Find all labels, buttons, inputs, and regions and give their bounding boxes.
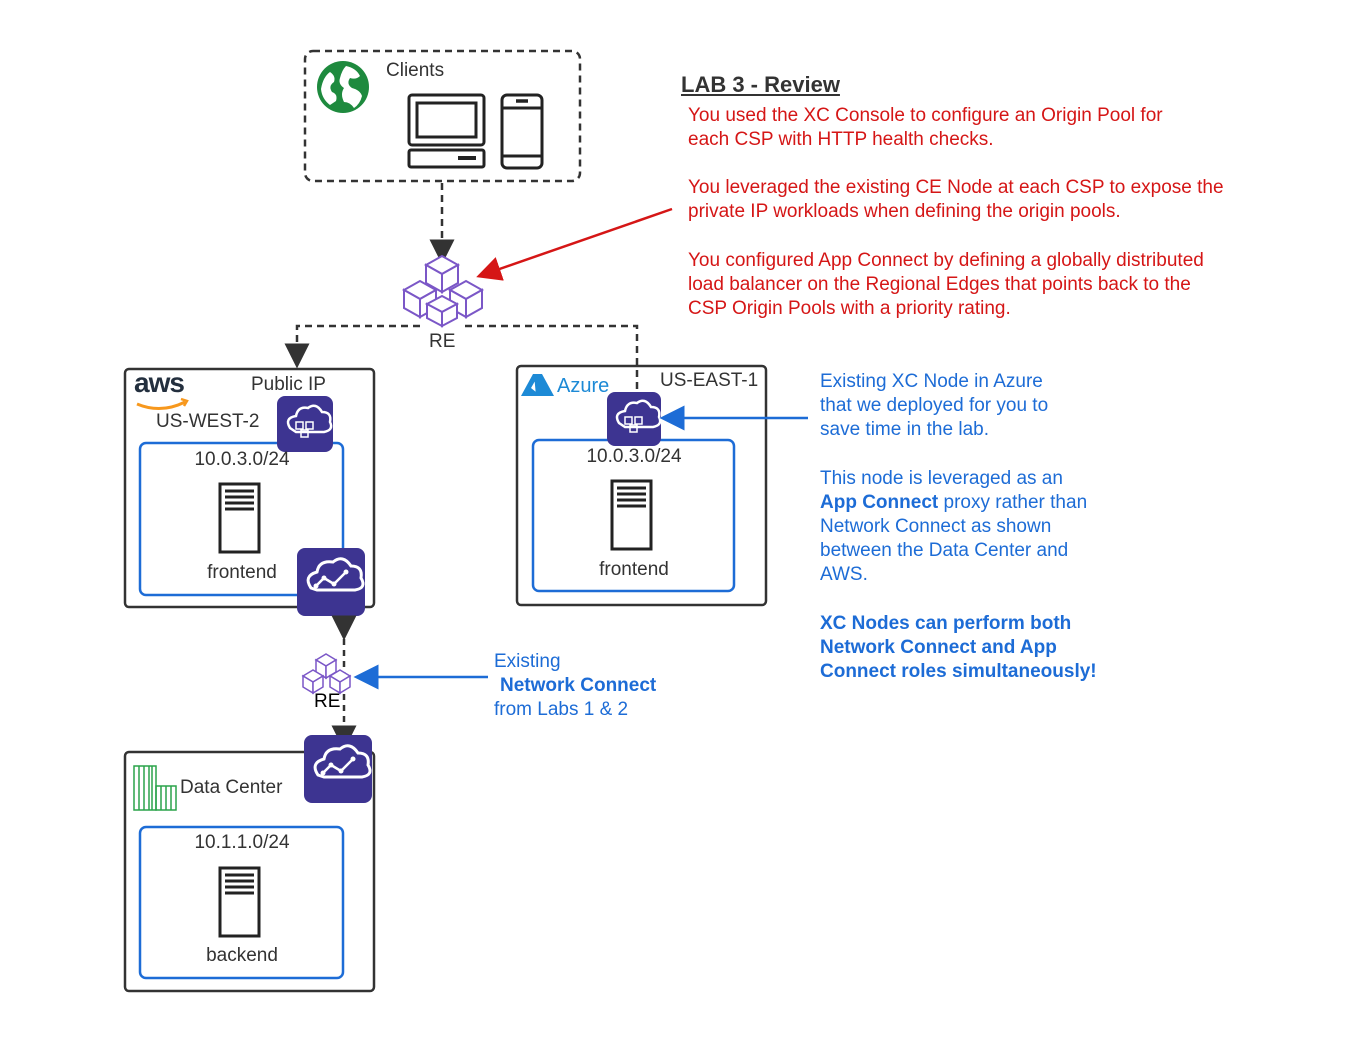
- phone-icon: [500, 93, 544, 170]
- aws-ce-node-icon: [277, 396, 333, 452]
- aws-public-ip-label: Public IP: [251, 374, 326, 395]
- datacenter-server-icon: [218, 866, 261, 938]
- regional-edge-mid-icon: [301, 653, 352, 695]
- re-mid-label: RE: [314, 691, 341, 712]
- nc-note-line-3: from Labs 1 & 2: [494, 699, 629, 720]
- nc-note-line-2: Network Connect: [500, 675, 657, 696]
- aws-network-node-icon: [297, 548, 365, 616]
- datacenter-building-icon: [133, 765, 177, 811]
- datacenter-subnet-box: [138, 825, 345, 980]
- azure-ce-node-icon: [607, 392, 662, 446]
- datacenter-box: [123, 750, 376, 993]
- re-to-azure-connector: [465, 324, 639, 392]
- re-to-aws-connector: [284, 324, 420, 369]
- azure-region-label: US-EAST-1: [660, 370, 759, 391]
- azure-server-label: frontend: [599, 559, 669, 580]
- azure-note-paragraph-2: This node is leveraged as an App Connect…: [820, 467, 1088, 587]
- review-title: LAB 3 - Review: [681, 72, 840, 97]
- clients-box: [303, 49, 582, 183]
- datacenter-label: Data Center: [180, 777, 283, 798]
- review-paragraph-1: You used the XC Console to configure an …: [688, 105, 1163, 150]
- azure-note-p2-post: proxy rather than Network Connect as sho…: [820, 492, 1088, 585]
- nc-note-line-1: Existing: [494, 651, 561, 672]
- azure-note-p2-bold: App Connect: [820, 492, 939, 513]
- azure-region-box: [515, 364, 768, 607]
- datacenter-subnet-label: 10.1.1.0/24: [194, 832, 290, 853]
- regional-edge-icon: [401, 254, 485, 328]
- datacenter-server-label: backend: [206, 945, 278, 966]
- azure-note-p2-pre: This node is leveraged as an: [820, 468, 1063, 489]
- review-paragraph-2: You leveraged the existing CE Node at ea…: [688, 177, 1224, 222]
- clients-label: Clients: [386, 60, 445, 81]
- azure-logo-icon: [521, 374, 554, 396]
- aws-region-box: [123, 367, 376, 609]
- aws-subnet-label: 10.0.3.0/24: [194, 449, 290, 470]
- datacenter-network-node-icon: [304, 735, 372, 803]
- review-red-arrow: [476, 207, 673, 281]
- review-paragraph-3: You configured App Connect by defining a…: [688, 250, 1204, 319]
- aws-smile-icon: [136, 400, 186, 410]
- azure-server-icon: [610, 479, 653, 551]
- azure-subnet-label: 10.0.3.0/24: [586, 446, 682, 467]
- aws-region-label: US-WEST-2: [156, 411, 260, 432]
- aws-logo-text: aws: [134, 367, 185, 398]
- aws-server-label: frontend: [207, 562, 277, 583]
- re-top-label: RE: [429, 331, 456, 352]
- azure-note-paragraph-3: XC Nodes can perform both Network Connec…: [820, 613, 1097, 682]
- azure-logo-text: Azure: [557, 375, 610, 397]
- aws-server-icon: [218, 482, 261, 554]
- desktop-icon: [407, 93, 486, 169]
- aws-subnet-box: [138, 441, 345, 597]
- globe-icon: [317, 61, 369, 113]
- azure-note-paragraph-1: Existing XC Node in Azure that we deploy…: [820, 371, 1049, 440]
